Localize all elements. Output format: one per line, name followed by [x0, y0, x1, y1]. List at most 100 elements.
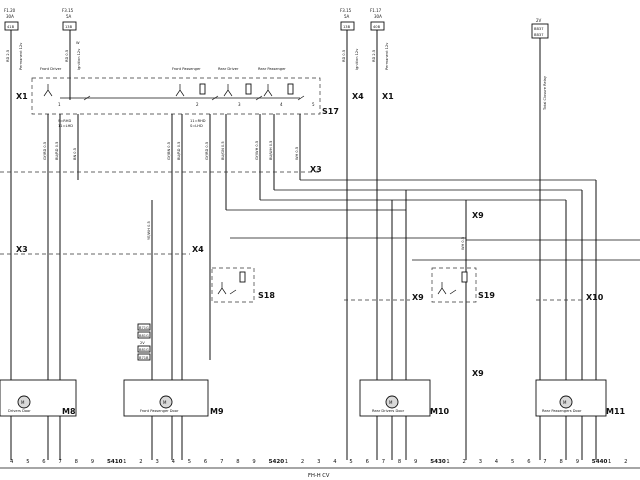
svg-text:11=LHD: 11=LHD	[58, 124, 73, 128]
svg-text:Drivers Door: Drivers Door	[8, 409, 31, 413]
grid-ref-19: 3	[317, 459, 320, 465]
relay-total-closure: 2V BB37 BB37 Total Closure Relay	[531, 18, 549, 111]
grid-ref-24: 8	[398, 459, 401, 465]
svg-text:GY/RD 0.5: GY/RD 0.5	[205, 142, 209, 160]
grid-ref-9: 3	[156, 459, 159, 465]
grid-ref-12: 6	[204, 459, 207, 465]
svg-text:3: 3	[238, 102, 241, 107]
svg-text:X10: X10	[586, 293, 604, 302]
grid-ref-7: 1	[123, 459, 126, 465]
switch-block-s17: Front Driver Front Passenger Rear Driver…	[31, 67, 339, 128]
svg-text:B71G: B71G	[139, 326, 149, 330]
grid-ref-17: 1	[285, 459, 288, 465]
svg-text:Total Closure Relay: Total Closure Relay	[543, 75, 547, 111]
grid-ref-33: 7	[543, 459, 546, 465]
svg-text:YE/WH 0.5: YE/WH 0.5	[147, 221, 151, 240]
motor-m8: M Drivers Door M8	[0, 379, 77, 417]
svg-text:GY/WH 0.5: GY/WH 0.5	[255, 141, 259, 160]
svg-text:S=LHD: S=LHD	[190, 124, 203, 128]
svg-text:BU/RD 0.5: BU/RD 0.5	[55, 142, 59, 160]
feed-wires: RD 2.5 RD 0.5 W RD 0.5 RD 2.5	[6, 30, 541, 160]
svg-text:Front Passenger Door: Front Passenger Door	[140, 409, 179, 413]
switch-s18	[211, 267, 255, 303]
grid-ref-3: 7	[59, 459, 62, 465]
grid-ref-34: 8	[560, 459, 563, 465]
grid-ref-11: 5	[188, 459, 191, 465]
svg-text:F3.15: F3.15	[62, 8, 74, 13]
svg-text:Rear Passenger: Rear Passenger	[258, 67, 286, 71]
grid-ref-10: 4	[172, 459, 176, 465]
grid-ref-36: 5440	[592, 459, 608, 465]
connector-labels: X1 X4 X1 X3 X3 X4 X9 X9 X10 X9 S18 S19	[16, 92, 604, 378]
grid-ref-35: 9	[576, 459, 579, 465]
grid-ref-29: 3	[479, 459, 482, 465]
grid-ref-5: 9	[91, 459, 94, 465]
grid-ref-1: 5	[26, 459, 29, 465]
svg-text:B81G: B81G	[139, 334, 149, 338]
svg-text:5: 5	[312, 102, 315, 107]
grid-ref-30: 4	[495, 459, 499, 465]
svg-text:M: M	[21, 400, 25, 405]
svg-text:X4: X4	[352, 92, 364, 101]
svg-text:13B: 13B	[65, 25, 73, 29]
svg-text:BB37: BB37	[534, 33, 544, 37]
svg-text:41B: 41B	[7, 25, 15, 29]
svg-text:WH 0.5: WH 0.5	[461, 237, 465, 250]
grid-ref-38: 2	[624, 459, 627, 465]
svg-text:GY/RD 0.5: GY/RD 0.5	[43, 142, 47, 160]
svg-text:Rear Driver: Rear Driver	[218, 67, 239, 71]
svg-text:2V: 2V	[140, 341, 145, 345]
grid-ref-25: 9	[414, 459, 417, 465]
svg-text:30A: 30A	[374, 14, 382, 19]
grid-ref-31: 5	[511, 459, 514, 465]
svg-text:X1: X1	[16, 92, 28, 101]
svg-text:Rear Passengers Door: Rear Passengers Door	[542, 409, 582, 413]
svg-text:Permanent 12v: Permanent 12v	[19, 42, 23, 70]
svg-text:S19: S19	[478, 291, 495, 300]
grid-ref-6: 5410	[107, 459, 123, 465]
svg-text:X4: X4	[192, 245, 204, 254]
svg-text:B81G: B81G	[139, 348, 149, 352]
svg-text:Ignition 12v: Ignition 12v	[355, 48, 359, 70]
svg-text:RD 2.5: RD 2.5	[372, 50, 376, 62]
svg-text:4: 4	[280, 102, 283, 107]
svg-text:40B: 40B	[373, 25, 381, 29]
svg-text:F3.15: F3.15	[340, 8, 352, 13]
svg-text:2: 2	[196, 102, 199, 107]
svg-text:X9: X9	[412, 293, 424, 302]
svg-text:M: M	[389, 400, 393, 405]
svg-text:S17: S17	[322, 107, 339, 116]
grid-ref-23: 7	[382, 459, 385, 465]
svg-text:Rear Drivers Door: Rear Drivers Door	[372, 409, 405, 413]
svg-text:X9: X9	[472, 369, 484, 378]
grid-ref-8: 2	[139, 459, 142, 465]
switch-s19	[431, 267, 477, 303]
svg-text:X3: X3	[16, 245, 28, 254]
svg-text:BB37: BB37	[534, 27, 544, 31]
grid-ref-16: 5420	[269, 459, 285, 465]
svg-text:13B: 13B	[343, 25, 351, 29]
motor-m10: M Rear Drivers Door M10	[359, 379, 450, 417]
svg-text:M9: M9	[210, 407, 224, 416]
boxed-codes: B71G B81G 2V B81G B71B	[137, 323, 151, 361]
grid-ref-20: 4	[333, 459, 337, 465]
svg-text:X9: X9	[472, 211, 484, 220]
svg-text:S18: S18	[258, 291, 275, 300]
svg-text:S=RHD: S=RHD	[58, 119, 71, 123]
footer-code: FH-H CV	[308, 473, 330, 479]
svg-text:W: W	[76, 41, 80, 45]
svg-text:2V: 2V	[536, 18, 542, 23]
svg-text:BU/RD 0.5: BU/RD 0.5	[177, 142, 181, 160]
grid-ref-28: 2	[463, 459, 466, 465]
svg-text:B71B: B71B	[139, 356, 149, 360]
svg-text:5A: 5A	[66, 14, 72, 19]
grid-ref-0: 4	[10, 459, 14, 465]
svg-text:BN 0.5: BN 0.5	[73, 148, 77, 160]
motor-m11: M Rear Passengers Door M11	[535, 379, 626, 417]
grid-ref-22: 6	[366, 459, 369, 465]
svg-text:Ignition 12v: Ignition 12v	[77, 48, 81, 70]
grid-ref-13: 7	[220, 459, 223, 465]
svg-text:BU/WH 0.5: BU/WH 0.5	[269, 141, 273, 160]
svg-text:M11: M11	[606, 407, 626, 416]
